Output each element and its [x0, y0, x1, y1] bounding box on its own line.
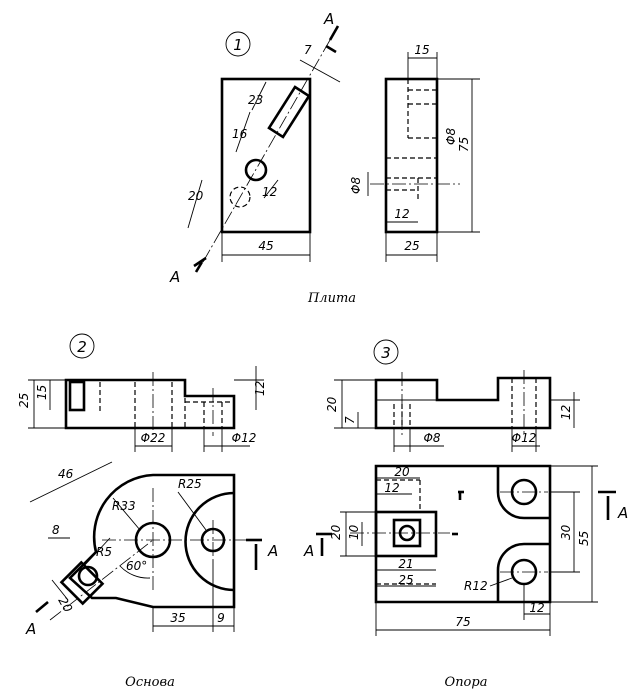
part1-dim-12: 12	[262, 185, 277, 199]
part1-dim-side-phi8-left: Φ8	[349, 177, 363, 194]
part2-dim-phi12: Φ12	[232, 431, 257, 445]
part3-dim-phi12: Φ12	[512, 431, 537, 445]
part2-dim-r25: R25	[178, 477, 202, 491]
part3-caption: Опора	[445, 675, 488, 690]
part1-dim-side-12: 12	[394, 207, 409, 221]
part3-drawing: 3 20 7 12 Φ8 Φ12	[303, 339, 628, 690]
part2-top-view-outline	[68, 473, 236, 609]
part2-number-circle	[69, 333, 95, 359]
part2-dim-r5: R5	[96, 545, 112, 559]
part1-dim-7: 7	[304, 43, 312, 57]
part1-dim-side-25: 25	[404, 239, 419, 253]
part1-section-arrow-top	[325, 44, 337, 54]
part1-dim-side-15: 15	[414, 43, 429, 57]
part1-section-line	[202, 39, 331, 263]
part3-dim-top-20b: 20	[329, 524, 343, 540]
part1-hidden-hole	[229, 186, 251, 208]
part3-section-letter-right: A	[617, 504, 628, 522]
part2-section-letter-left: A	[25, 620, 36, 638]
part2-caption: Основа	[125, 675, 175, 690]
part2-drawing: 2 25 15 12 Φ22 Φ12	[17, 333, 278, 690]
part3-dim-top-55: 55	[577, 531, 591, 546]
part1-dim-16: 16	[232, 127, 248, 141]
part1-slot	[267, 85, 311, 139]
part1-section-mark-top	[328, 25, 340, 41]
part1-hole	[244, 158, 268, 182]
part2-section-letter-right: A	[267, 542, 278, 560]
part3-dim-7: 7	[343, 416, 357, 424]
part1-drawing: 1 A A 45 20 16 23 7 12	[169, 10, 480, 306]
part1-dim-23: 23	[248, 93, 263, 107]
part1-number: 1	[233, 36, 243, 54]
part2-dim-12: 12	[253, 381, 267, 396]
part2-dim-8: 8	[52, 523, 60, 537]
part1-dim-side-75: 75	[457, 137, 471, 152]
part3-section-letter-left: A	[303, 542, 314, 560]
part3-dim-top-10: 10	[347, 524, 361, 540]
part2-dim-15: 15	[35, 385, 49, 400]
part3-dim-top-20a: 20	[394, 465, 410, 479]
part3-number: 3	[381, 344, 391, 362]
part2-dim-phi22: Φ22	[141, 431, 166, 445]
part1-caption: Плита	[307, 291, 356, 306]
part3-dim-top-12a: 12	[384, 481, 399, 495]
part3-lug	[374, 510, 438, 558]
part1-number-circle	[225, 31, 251, 57]
part2-front-view-outline	[64, 378, 236, 430]
part1-section-arrow-bottom	[193, 256, 207, 268]
part1-dim-20: 20	[188, 189, 204, 203]
part1-side-view-outline	[384, 77, 439, 234]
part3-dim-phi8: Φ8	[423, 431, 440, 445]
part3-number-circle	[373, 339, 399, 365]
part1-dim-45: 45	[258, 239, 273, 253]
part3-dim-top-25: 25	[398, 573, 413, 587]
part3-dim-top-21: 21	[398, 557, 413, 571]
part3-front-view-outline	[374, 376, 552, 430]
part3-dim-top-75: 75	[455, 615, 470, 629]
part1-front-view-outline	[220, 77, 312, 234]
part2-dim-20: 20	[55, 595, 75, 616]
part2-dim-46: 46	[58, 467, 74, 481]
part1-dim-side-phi8-top: Φ8	[444, 128, 458, 145]
part3-dim-top-r12: R12	[464, 579, 488, 593]
part2-dim-60deg: 60°	[126, 559, 147, 573]
part2-dim-35: 35	[170, 611, 185, 625]
part1-section-letter-top: A	[323, 10, 334, 28]
part3-dim-top-12b: 12	[529, 601, 544, 615]
part2-number: 2	[77, 338, 87, 356]
part2-dim-9: 9	[217, 611, 225, 625]
part3-dim-top-30: 30	[559, 524, 573, 540]
part1-section-letter-bottom: A	[169, 268, 180, 286]
part1-section-mark-bottom	[194, 261, 204, 273]
part2-dim-25: 25	[17, 393, 31, 408]
part2-dim-r33: R33	[112, 499, 136, 513]
part2-lug	[59, 560, 105, 606]
part3-dim-20: 20	[325, 396, 339, 412]
part3-dim-12: 12	[559, 405, 573, 420]
